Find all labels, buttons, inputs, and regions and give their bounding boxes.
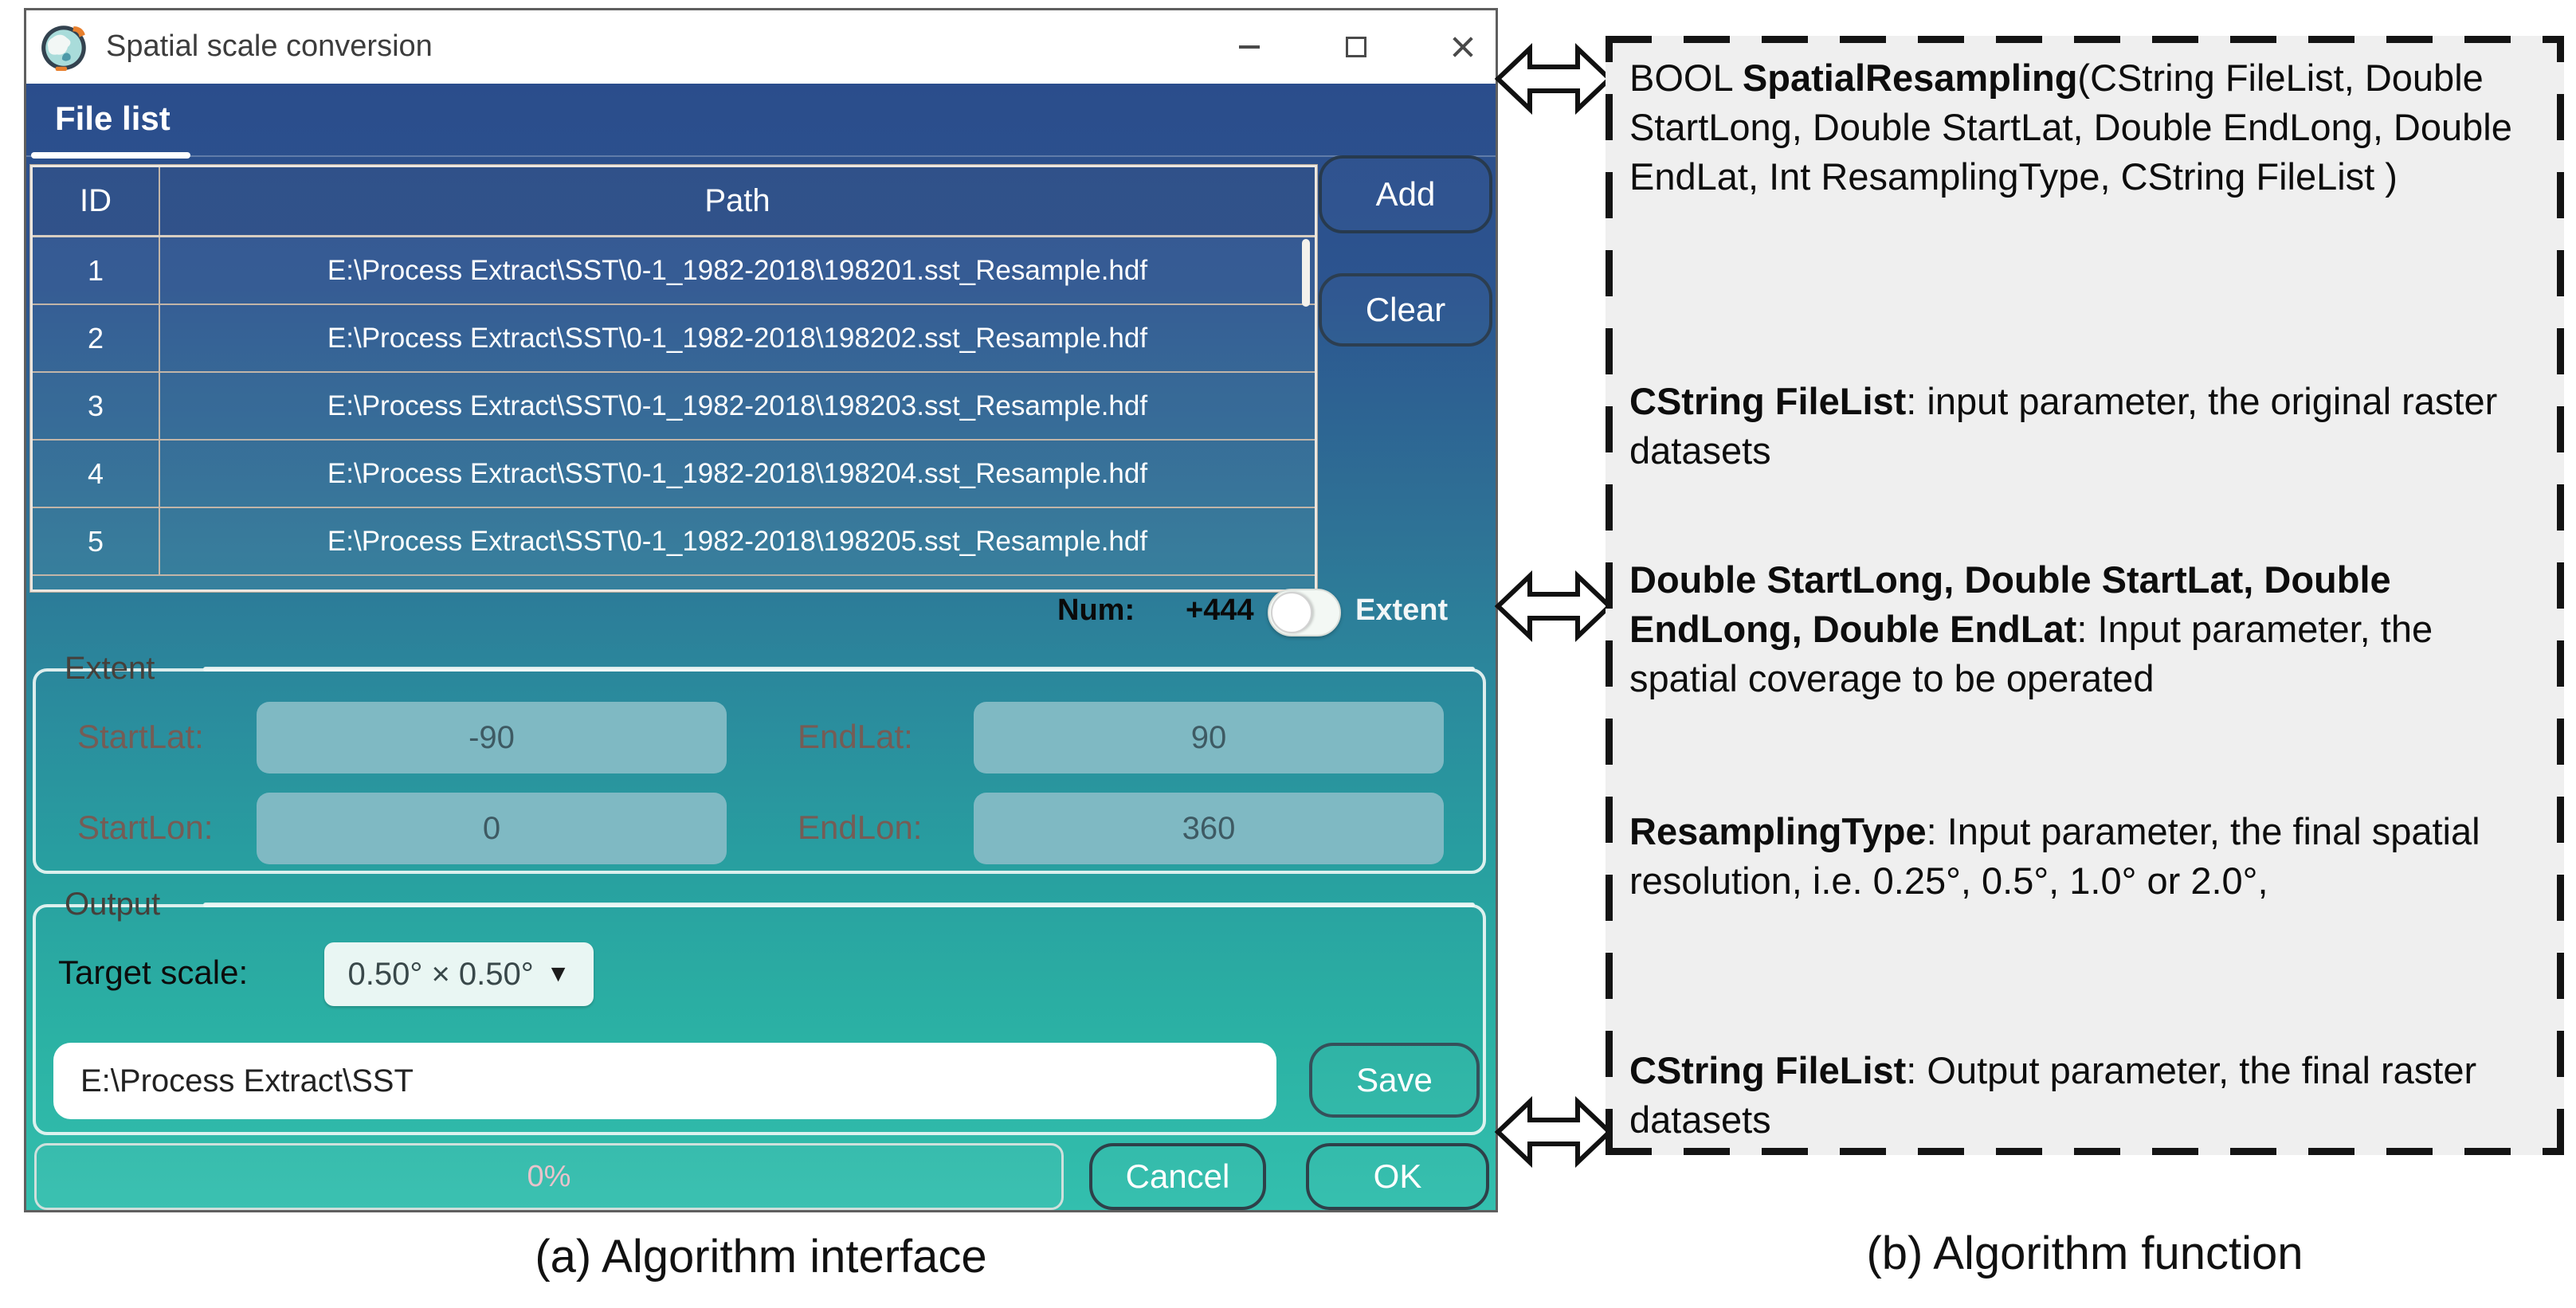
toggle-knob [1271,592,1312,633]
chevron-down-icon: ▼ [546,961,570,987]
cancel-button[interactable]: Cancel [1089,1143,1266,1210]
num-value: +444 [1186,593,1254,627]
output-legend-line [203,903,1475,907]
output-path-input[interactable]: E:\Process Extract\SST [53,1043,1276,1119]
startlon-field[interactable]: 0 [257,793,727,864]
num-extent-row: Num: +444 Extent [26,587,1496,640]
maximize-icon [1346,37,1366,57]
maximize-button[interactable] [1338,29,1374,65]
double-arrow-icon [1495,570,1613,642]
target-scale-label: Target scale: [58,954,249,991]
close-icon [1451,35,1475,59]
row-id-cell: 3 [33,373,160,439]
startlat-label: StartLat: [77,718,204,755]
minimize-icon [1239,45,1260,49]
extent-toggle[interactable] [1268,589,1341,636]
table-scrollbar-thumb[interactable] [1302,239,1310,307]
table-header-row: ID Path [33,167,1315,237]
table-row[interactable]: 4 E:\Process Extract\SST\0-1_1982-2018\19… [33,441,1315,508]
row-path-cell: E:\Process Extract\SST\0-1_1982-2018\198… [327,322,1148,354]
table-row[interactable]: 3 E:\Process Extract\SST\0-1_1982-2018\19… [33,373,1315,441]
startlon-label: StartLon: [77,809,214,846]
endlon-label: EndLon: [798,809,923,846]
row-path-cell: E:\Process Extract\SST\0-1_1982-2018\198… [327,525,1148,557]
row-id-cell: 2 [33,305,160,371]
row-id-cell: 4 [33,441,160,507]
row-id-cell: 5 [33,508,160,574]
double-arrow-icon [1495,43,1613,115]
tab-file-list[interactable]: File list [55,100,171,137]
row-id-cell: 1 [33,237,160,304]
output-legend: Output [65,887,161,922]
param-extent: Double StartLong, Double StartLat, Doubl… [1629,558,2433,699]
num-label: Num: [1057,593,1135,627]
add-button[interactable]: Add [1319,155,1492,233]
window-title: Spatial scale conversion [106,29,433,63]
caption-b: (b) Algorithm function [1866,1228,2304,1279]
header-path: Path [704,183,770,218]
app-globe-icon [41,25,86,71]
extent-legend-line [203,667,1475,672]
title-bar: Spatial scale conversion [26,10,1496,84]
endlat-field[interactable]: 90 [974,702,1444,773]
target-scale-dropdown[interactable]: 0.50° × 0.50° ▼ [324,942,594,1006]
save-button[interactable]: Save [1309,1043,1480,1118]
tab-active-indicator [31,152,190,159]
param-filelist-output: CString FileList: Output parameter, the … [1629,1049,2477,1141]
endlat-label: EndLat: [798,718,913,755]
table-row[interactable]: 5 E:\Process Extract\SST\0-1_1982-2018\19… [33,508,1315,576]
param-filelist-input: CString FileList: input parameter, the o… [1629,380,2498,472]
output-group: Output Target scale: 0.50° × 0.50° ▼ E:\… [33,887,1486,1135]
target-scale-value: 0.50° × 0.50° [347,956,534,992]
extent-toggle-label: Extent [1355,593,1449,627]
progress-bar: 0% [34,1143,1064,1210]
window-controls [1231,10,1481,84]
row-path-cell: E:\Process Extract\SST\0-1_1982-2018\198… [327,254,1148,286]
tab-baseline [26,155,1496,157]
caption-a: (a) Algorithm interface [535,1231,987,1283]
endlon-field[interactable]: 360 [974,793,1444,864]
minimize-button[interactable] [1231,29,1268,65]
spatial-scale-conversion-window: Spatial scale conversion File list ID Pa… [24,8,1498,1212]
close-button[interactable] [1445,29,1481,65]
clear-button[interactable]: Clear [1319,273,1492,347]
function-signature: BOOL SpatialResampling(CString FileList,… [1629,57,2512,198]
ok-button[interactable]: OK [1306,1143,1489,1210]
row-path-cell: E:\Process Extract\SST\0-1_1982-2018\198… [327,390,1148,421]
table-row[interactable]: 1 E:\Process Extract\SST\0-1_1982-2018\19… [33,237,1315,305]
row-path-cell: E:\Process Extract\SST\0-1_1982-2018\198… [327,457,1148,489]
extent-group: Extent StartLat: -90 EndLat: 90 StartLon… [33,651,1486,874]
extent-legend: Extent [65,651,155,686]
algorithm-function-panel: BOOL SpatialResampling(CString FileList,… [1606,36,2564,1155]
startlat-field[interactable]: -90 [257,702,727,773]
param-resamplingtype: ResamplingType: Input parameter, the fin… [1629,810,2480,902]
table-row[interactable]: 2 E:\Process Extract\SST\0-1_1982-2018\19… [33,305,1315,373]
header-id: ID [33,167,160,235]
double-arrow-icon [1495,1096,1613,1168]
